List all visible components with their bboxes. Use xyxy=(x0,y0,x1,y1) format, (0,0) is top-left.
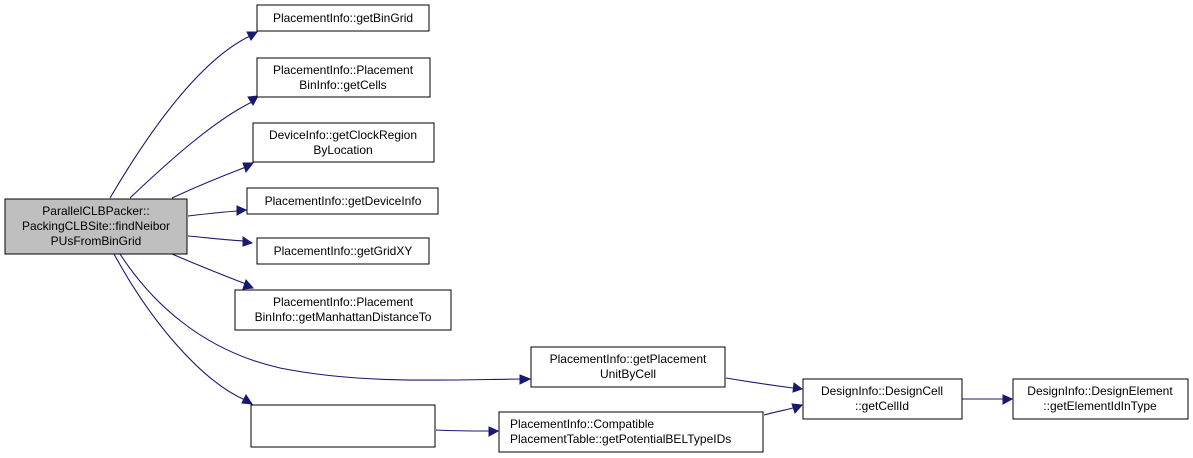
node-box xyxy=(1012,378,1189,420)
edge-get-placement-unit-to-design-cell xyxy=(725,377,794,389)
edge-arrowhead xyxy=(246,31,258,41)
edge-root-to-get-cells xyxy=(129,101,253,199)
node-box xyxy=(250,404,436,448)
edge-arrowhead xyxy=(1002,394,1014,405)
node-get-potential[interactable] xyxy=(250,404,436,448)
node-get-placement-unit[interactable]: PlacementInfo::getPlacement UnitByCell xyxy=(530,346,726,388)
node-design-element[interactable]: DesignInfo::DesignElement ::getElementId… xyxy=(1012,378,1189,420)
node-label-line: ParallelCLBPacker:: xyxy=(42,204,149,218)
edge-arrowhead xyxy=(242,236,254,247)
node-box xyxy=(256,57,431,98)
edge-arrowhead xyxy=(247,95,259,106)
edge-root-to-get-device-info xyxy=(187,210,239,217)
node-box xyxy=(256,237,430,265)
node-label-line: ::getCellId xyxy=(855,399,909,413)
node-box xyxy=(802,378,963,420)
edge-arrowhead xyxy=(488,426,500,437)
edge-arrowhead xyxy=(792,382,804,393)
node-label-line: BinInfo::getManhattanDistanceTo xyxy=(255,310,432,324)
edge-root-to-get-clock-region xyxy=(171,166,247,199)
node-box xyxy=(498,411,764,453)
node-label-line: PlacementInfo::getGridXY xyxy=(274,244,413,258)
node-compatible-table[interactable]: PlacementInfo::Compatible PlacementTable… xyxy=(498,411,764,453)
edge-arrowhead xyxy=(242,162,255,174)
node-get-manhattan[interactable]: PlacementInfo::Placement BinInfo::getMan… xyxy=(234,289,452,331)
node-label-line: BinInfo::getCells xyxy=(299,78,386,92)
edge-arrowhead xyxy=(241,394,254,405)
edge-root-to-get-manhattan xyxy=(171,253,247,285)
node-get-device-info[interactable]: PlacementInfo::getDeviceInfo xyxy=(246,187,439,215)
node-get-clock-region[interactable]: DeviceInfo::getClockRegion ByLocation xyxy=(252,122,435,163)
edge-root-to-get-bin-grid xyxy=(109,35,251,199)
node-label-line: UnitByCell xyxy=(600,367,656,381)
edges xyxy=(109,31,1014,437)
edge-arrowhead xyxy=(791,403,804,414)
edge-arrowhead xyxy=(519,374,532,385)
node-get-cells[interactable]: PlacementInfo::Placement BinInfo::getCel… xyxy=(256,57,431,98)
node-label-line: PlacementInfo::getPlacement xyxy=(550,352,707,366)
edge-get-potential-to-compatible-table xyxy=(435,429,490,432)
edge-root-to-get-potential xyxy=(113,253,246,401)
node-label-line: DesignInfo::DesignElement xyxy=(1027,384,1173,398)
node-get-bin-grid[interactable]: PlacementInfo::getBinGrid xyxy=(256,4,430,32)
node-label-line: DeviceInfo::getClockRegion xyxy=(269,128,417,142)
node-box xyxy=(252,122,435,163)
edge-root-to-get-placement-unit xyxy=(119,253,521,381)
node-design-cell[interactable]: DesignInfo::DesignCell ::getCellId xyxy=(802,378,963,420)
node-box xyxy=(256,4,430,32)
node-box xyxy=(246,187,439,215)
node-box xyxy=(234,289,452,331)
node-label-line: PlacementInfo::Placement xyxy=(273,63,414,77)
edge-compatible-table-to-design-cell xyxy=(763,407,794,416)
edge-arrowhead xyxy=(242,279,255,290)
node-root[interactable]: ParallelCLBPacker:: PackingCLBSite::find… xyxy=(4,198,188,255)
node-label-line: PlacementInfo::getBinGrid xyxy=(273,11,413,25)
node-label-line: PlacementInfo::Placement xyxy=(273,295,414,309)
edge-arrowhead xyxy=(236,205,248,216)
node-label-line: ::getElementIdInType xyxy=(1043,399,1157,413)
node-label-line: PlacementInfo::getDeviceInfo xyxy=(265,194,422,208)
node-get-grid-xy[interactable]: PlacementInfo::getGridXY xyxy=(256,237,430,265)
node-label-line: PlacementTable::getPotentialBELTypeIDs xyxy=(510,432,731,446)
nodes: ParallelCLBPacker:: PackingCLBSite::find… xyxy=(4,4,1189,453)
node-label-line: PlacementInfo::Compatible xyxy=(510,417,654,431)
node-box xyxy=(530,346,726,388)
node-label-line: PackingCLBSite::findNeibor xyxy=(22,219,170,233)
node-label-line: PUsFromBinGrid xyxy=(51,234,142,248)
edge-root-to-get-grid-xy xyxy=(187,235,245,242)
node-box xyxy=(4,198,188,255)
node-label-line: DesignInfo::DesignCell xyxy=(821,384,943,398)
node-label-line: ByLocation xyxy=(313,143,372,157)
